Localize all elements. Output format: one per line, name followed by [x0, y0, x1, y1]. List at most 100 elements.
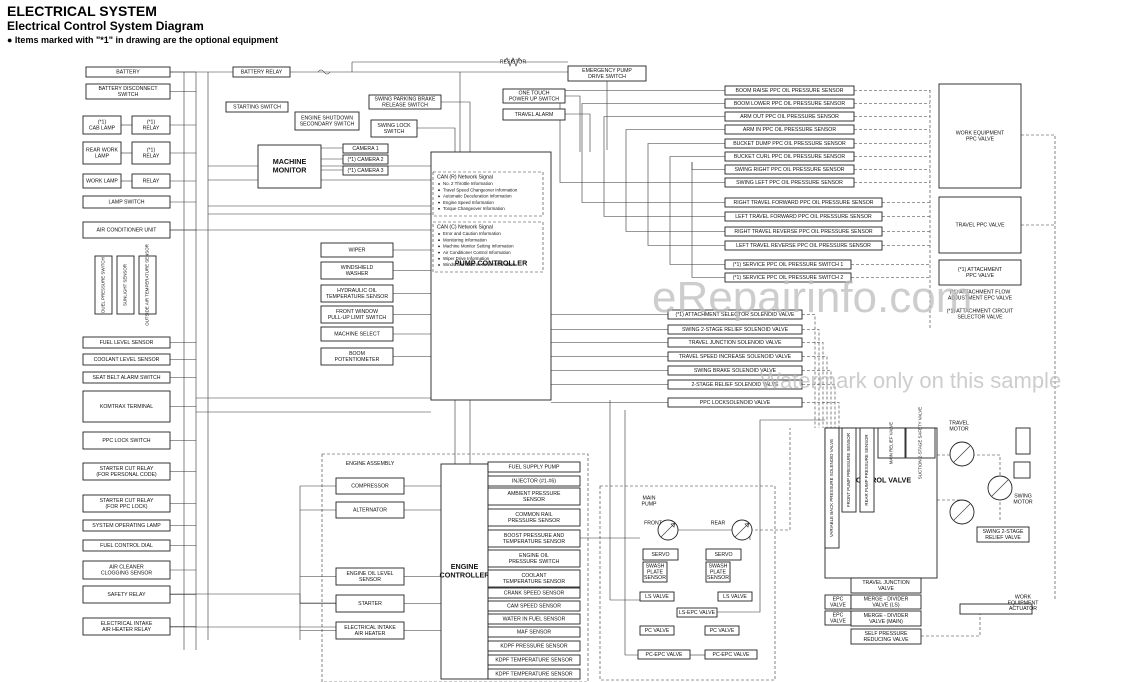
camera3-frame	[342, 165, 389, 176]
common-rail-frame	[487, 508, 581, 527]
ppc-lock-frame	[82, 431, 171, 450]
coolant-temp-label: TEMPERATURE SENSOR	[503, 579, 565, 585]
resistor-symbol-icon	[503, 57, 523, 67]
komtrax-box: KOMTRAX TERMINAL	[82, 390, 171, 423]
suction-frame	[905, 427, 936, 459]
common-rail-label: PRESSURE SENSOR	[508, 518, 560, 524]
boost-label: BOOST PRESSURE AND	[504, 533, 564, 539]
intake-relay-frame	[82, 617, 171, 636]
front-lbl-label: FRONT	[644, 520, 663, 526]
swing-relief-label: RELIEF VALVE	[985, 535, 1021, 541]
bucket-dump-label: BUCKET DUMP PPC OIL PRESSURE SENSOR	[733, 141, 846, 147]
relay3-label: RELAY	[143, 178, 160, 184]
ppc-lock-label: PPC LOCK SWITCH	[102, 438, 150, 444]
starting-switch-frame	[225, 101, 289, 113]
wire	[625, 129, 725, 162]
seat-belt-label: SEAT BELT ALARM SWITCH	[93, 375, 161, 381]
pc2-frame	[704, 625, 740, 636]
sol-ppc-label: PPC LOCKSOLENOID VALVE	[700, 400, 771, 406]
swing-park-label: RELEASE SWITCH	[382, 102, 428, 108]
ac-unit-label: AIR CONDITIONER UNIT	[97, 227, 158, 233]
swing-park-frame	[368, 94, 442, 110]
cab-lamp-label: CAB LAMP	[89, 125, 116, 131]
swing-left-label: SWING LEFT PPC OIL PRESSURE SENSOR	[736, 180, 843, 186]
wire	[565, 113, 591, 152]
attach-ppc-label: (*1) ATTACHMENT	[958, 267, 1003, 273]
bullet-icon	[438, 201, 440, 204]
ambient-frame	[487, 487, 581, 506]
relay1-box: (*1)RELAY	[131, 115, 171, 135]
arm-out-box: ARM OUT PPC OIL PRESSURE SENSOR	[724, 111, 855, 122]
eng-shutdown-label: SECONDARY SWITCH	[300, 121, 355, 127]
sol-attach-frame	[667, 309, 803, 320]
engine-controller-label: ENGINE	[451, 562, 479, 571]
kdpf-p-box: KDPF PRESSURE SENSOR	[487, 640, 581, 652]
dual-press-label: DUEL PRESSURE SWITCH	[101, 257, 106, 312]
bullet-icon	[438, 257, 440, 260]
lt-rev-label: LEFT TRAVEL REVERSE PPC OIL PRESSURE SEN…	[736, 243, 871, 249]
wire	[802, 356, 828, 428]
machine-monitor-label: MONITOR	[273, 166, 308, 175]
can-r-title: CAN (R) Network Signal	[437, 174, 493, 180]
wire	[170, 593, 336, 604]
motor-arrow-icon	[953, 445, 971, 463]
sol-ppc-frame	[667, 397, 803, 408]
relay1-label: (*1)	[147, 119, 156, 125]
resistor-lbl-box: RESISTOR	[500, 59, 527, 65]
sol-sb-label: SWING BRAKE SOLENOID VALVE	[694, 368, 777, 374]
wiper-box: WIPER	[320, 242, 394, 258]
ac-unit-box: AIR CONDITIONER UNIT	[82, 221, 171, 239]
sol-sb-box: SWING BRAKE SOLENOID VALVE	[667, 365, 803, 376]
machine-monitor-label: MACHINE	[273, 157, 307, 166]
spring-cylinder-icon	[1015, 427, 1031, 455]
wire	[1021, 134, 1056, 600]
wire	[625, 162, 725, 232]
swash2-frame	[705, 561, 731, 583]
swing-left-frame	[724, 177, 855, 188]
pc1-box: PC VALVE	[639, 625, 675, 636]
boom-lower-label: BOOM LOWER PPC OIL PRESSURE SENSOR	[734, 101, 846, 107]
kdpf-t2-box: KDPF TEMPERATURE SENSOR	[487, 668, 581, 680]
wire	[609, 400, 640, 601]
eng-oil-level-label: ENGINE OIL LEVEL	[346, 571, 393, 577]
swing-motor-lbl-label: MOTOR	[1013, 499, 1032, 505]
kdpf-p-frame	[487, 640, 581, 652]
water-fuel-box: WATER IN FUEL SENSOR	[487, 613, 581, 625]
merge-ls-frame	[850, 594, 922, 610]
suction-label: SUCTION 2-STAGE SAFETY VALVE	[918, 407, 923, 479]
washer-frame	[320, 261, 394, 280]
arm-in-label: ARM IN PPC OIL PRESSURE SENSOR	[743, 127, 836, 133]
ls-epc-frame	[676, 607, 718, 618]
work-actuator-label: WORK	[1015, 595, 1032, 601]
ls2-frame	[717, 591, 753, 602]
attach-flow-label: ADJUSTMENT EPC VALVE	[948, 295, 1013, 301]
front-window-frame	[320, 305, 394, 324]
svc2-box: (*1) SERVICE PPC OIL PRESSURE SWITCH 2	[724, 272, 852, 283]
servo1-box: SERVO	[642, 548, 679, 561]
coolant-temp-frame	[487, 569, 581, 588]
ls2-label: LS VALVE	[723, 594, 747, 600]
swing-right-frame	[724, 164, 855, 175]
sol-swing2-label: SWING 2-STAGE RELIEF SOLENOID VALVE	[682, 327, 789, 333]
relay2-box: (*1)RELAY	[131, 141, 171, 165]
starter-cut1-label: (FOR PERSONAL CODE)	[96, 472, 157, 478]
can-c-item: Monitoring Information	[443, 237, 487, 242]
sol-swing2-frame	[667, 324, 803, 335]
fuel-supply-box: FUEL SUPPLY PUMP	[487, 461, 581, 473]
page-title: ELECTRICAL SYSTEM	[7, 3, 157, 19]
pcepc1-label: PC-EPC VALVE	[646, 652, 684, 658]
travel-ppc-frame	[938, 196, 1022, 254]
water-fuel-frame	[487, 613, 581, 625]
sol-sb-frame	[667, 365, 803, 376]
can-c-title: CAN (C) Network Signal	[437, 224, 493, 230]
